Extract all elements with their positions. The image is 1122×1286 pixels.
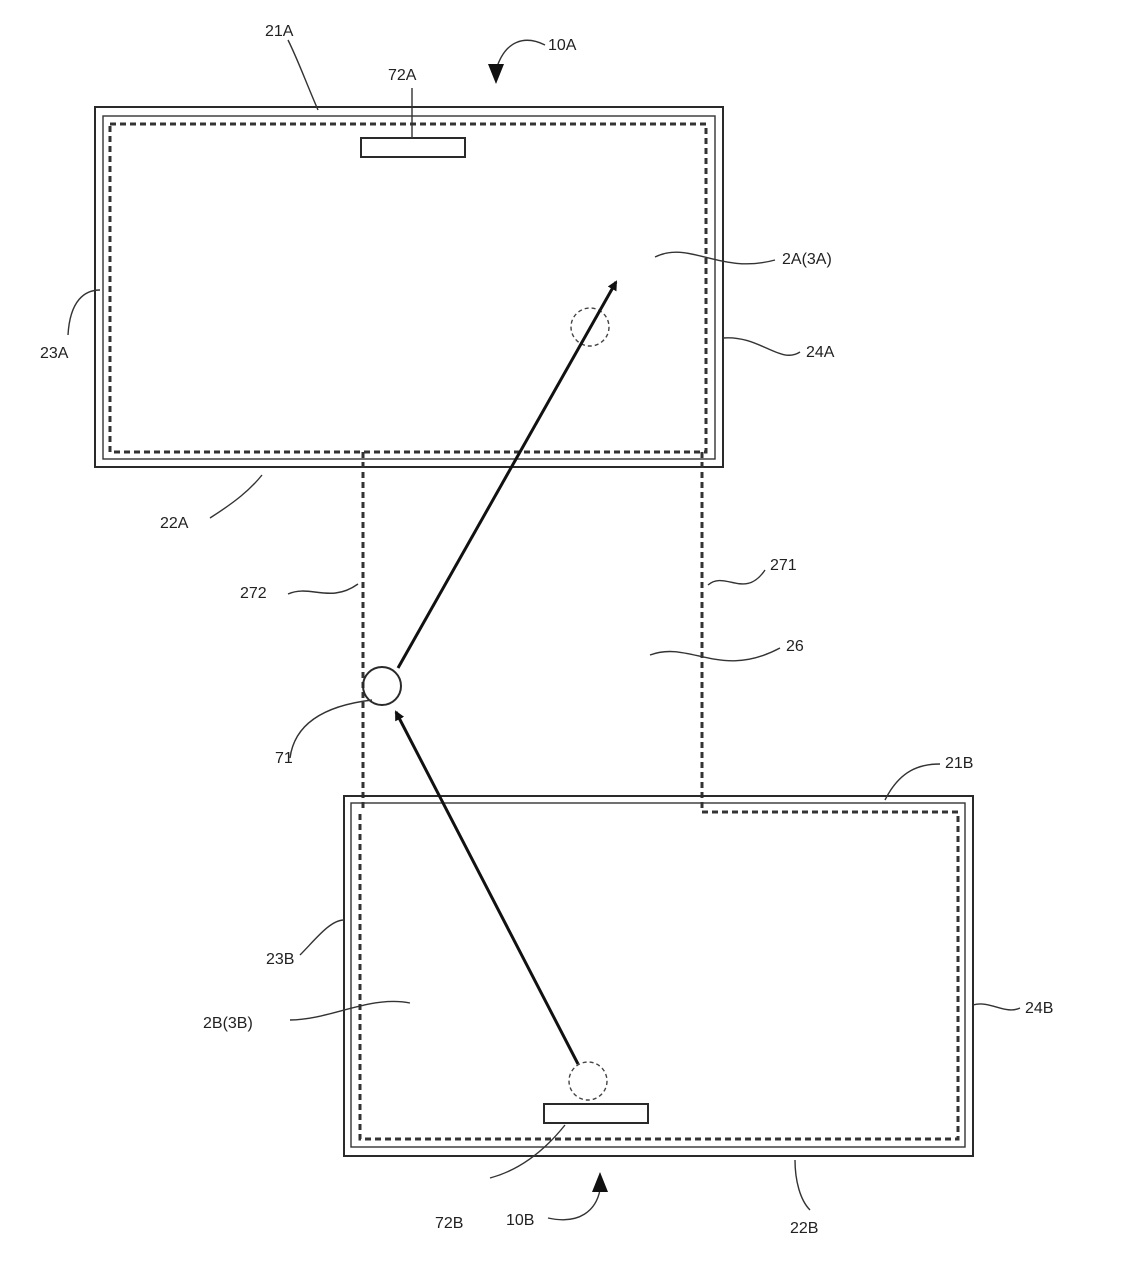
- device-10A-inner-frame: [103, 116, 715, 459]
- device-10B: [344, 796, 973, 1156]
- object-71-circle: [363, 667, 401, 705]
- arrow-71-to-a: [398, 282, 616, 668]
- label-10B: 10B: [506, 1212, 534, 1229]
- element-72B: [544, 1104, 648, 1123]
- start-dashed-circle-B: [569, 1062, 607, 1100]
- device-10A-outer-frame: [95, 107, 723, 467]
- display-2A-dashed-border: [110, 124, 706, 452]
- label-23A: 23A: [40, 345, 69, 362]
- label-2B3B: 2B(3B): [203, 1015, 253, 1032]
- device-10B-outer-frame: [344, 796, 973, 1156]
- label-23B: 23B: [266, 951, 294, 968]
- virtual-area-26: [363, 452, 702, 808]
- label-271: 271: [770, 557, 797, 574]
- element-72A: [361, 138, 465, 157]
- leader-lines: [68, 40, 1020, 1220]
- arrow-b-to-71: [396, 712, 578, 1064]
- device-10B-inner-frame: [351, 803, 965, 1147]
- label-22A: 22A: [160, 515, 189, 532]
- arrowhead-10B: [592, 1172, 608, 1192]
- device-10A: [95, 107, 723, 467]
- label-2A3A: 2A(3A): [782, 251, 832, 268]
- label-26: 26: [786, 638, 804, 655]
- label-272: 272: [240, 585, 267, 602]
- display-2B-dashed-border: [360, 812, 958, 1139]
- label-24B: 24B: [1025, 1000, 1053, 1017]
- label-22B: 22B: [790, 1220, 818, 1237]
- label-24A: 24A: [806, 344, 835, 361]
- label-21A: 21A: [265, 23, 294, 40]
- arrowhead-10A: [488, 64, 504, 84]
- label-72A: 72A: [388, 67, 417, 84]
- label-21B: 21B: [945, 755, 973, 772]
- label-71: 71: [275, 750, 293, 767]
- label-72B: 72B: [435, 1215, 463, 1232]
- label-10A: 10A: [548, 37, 577, 54]
